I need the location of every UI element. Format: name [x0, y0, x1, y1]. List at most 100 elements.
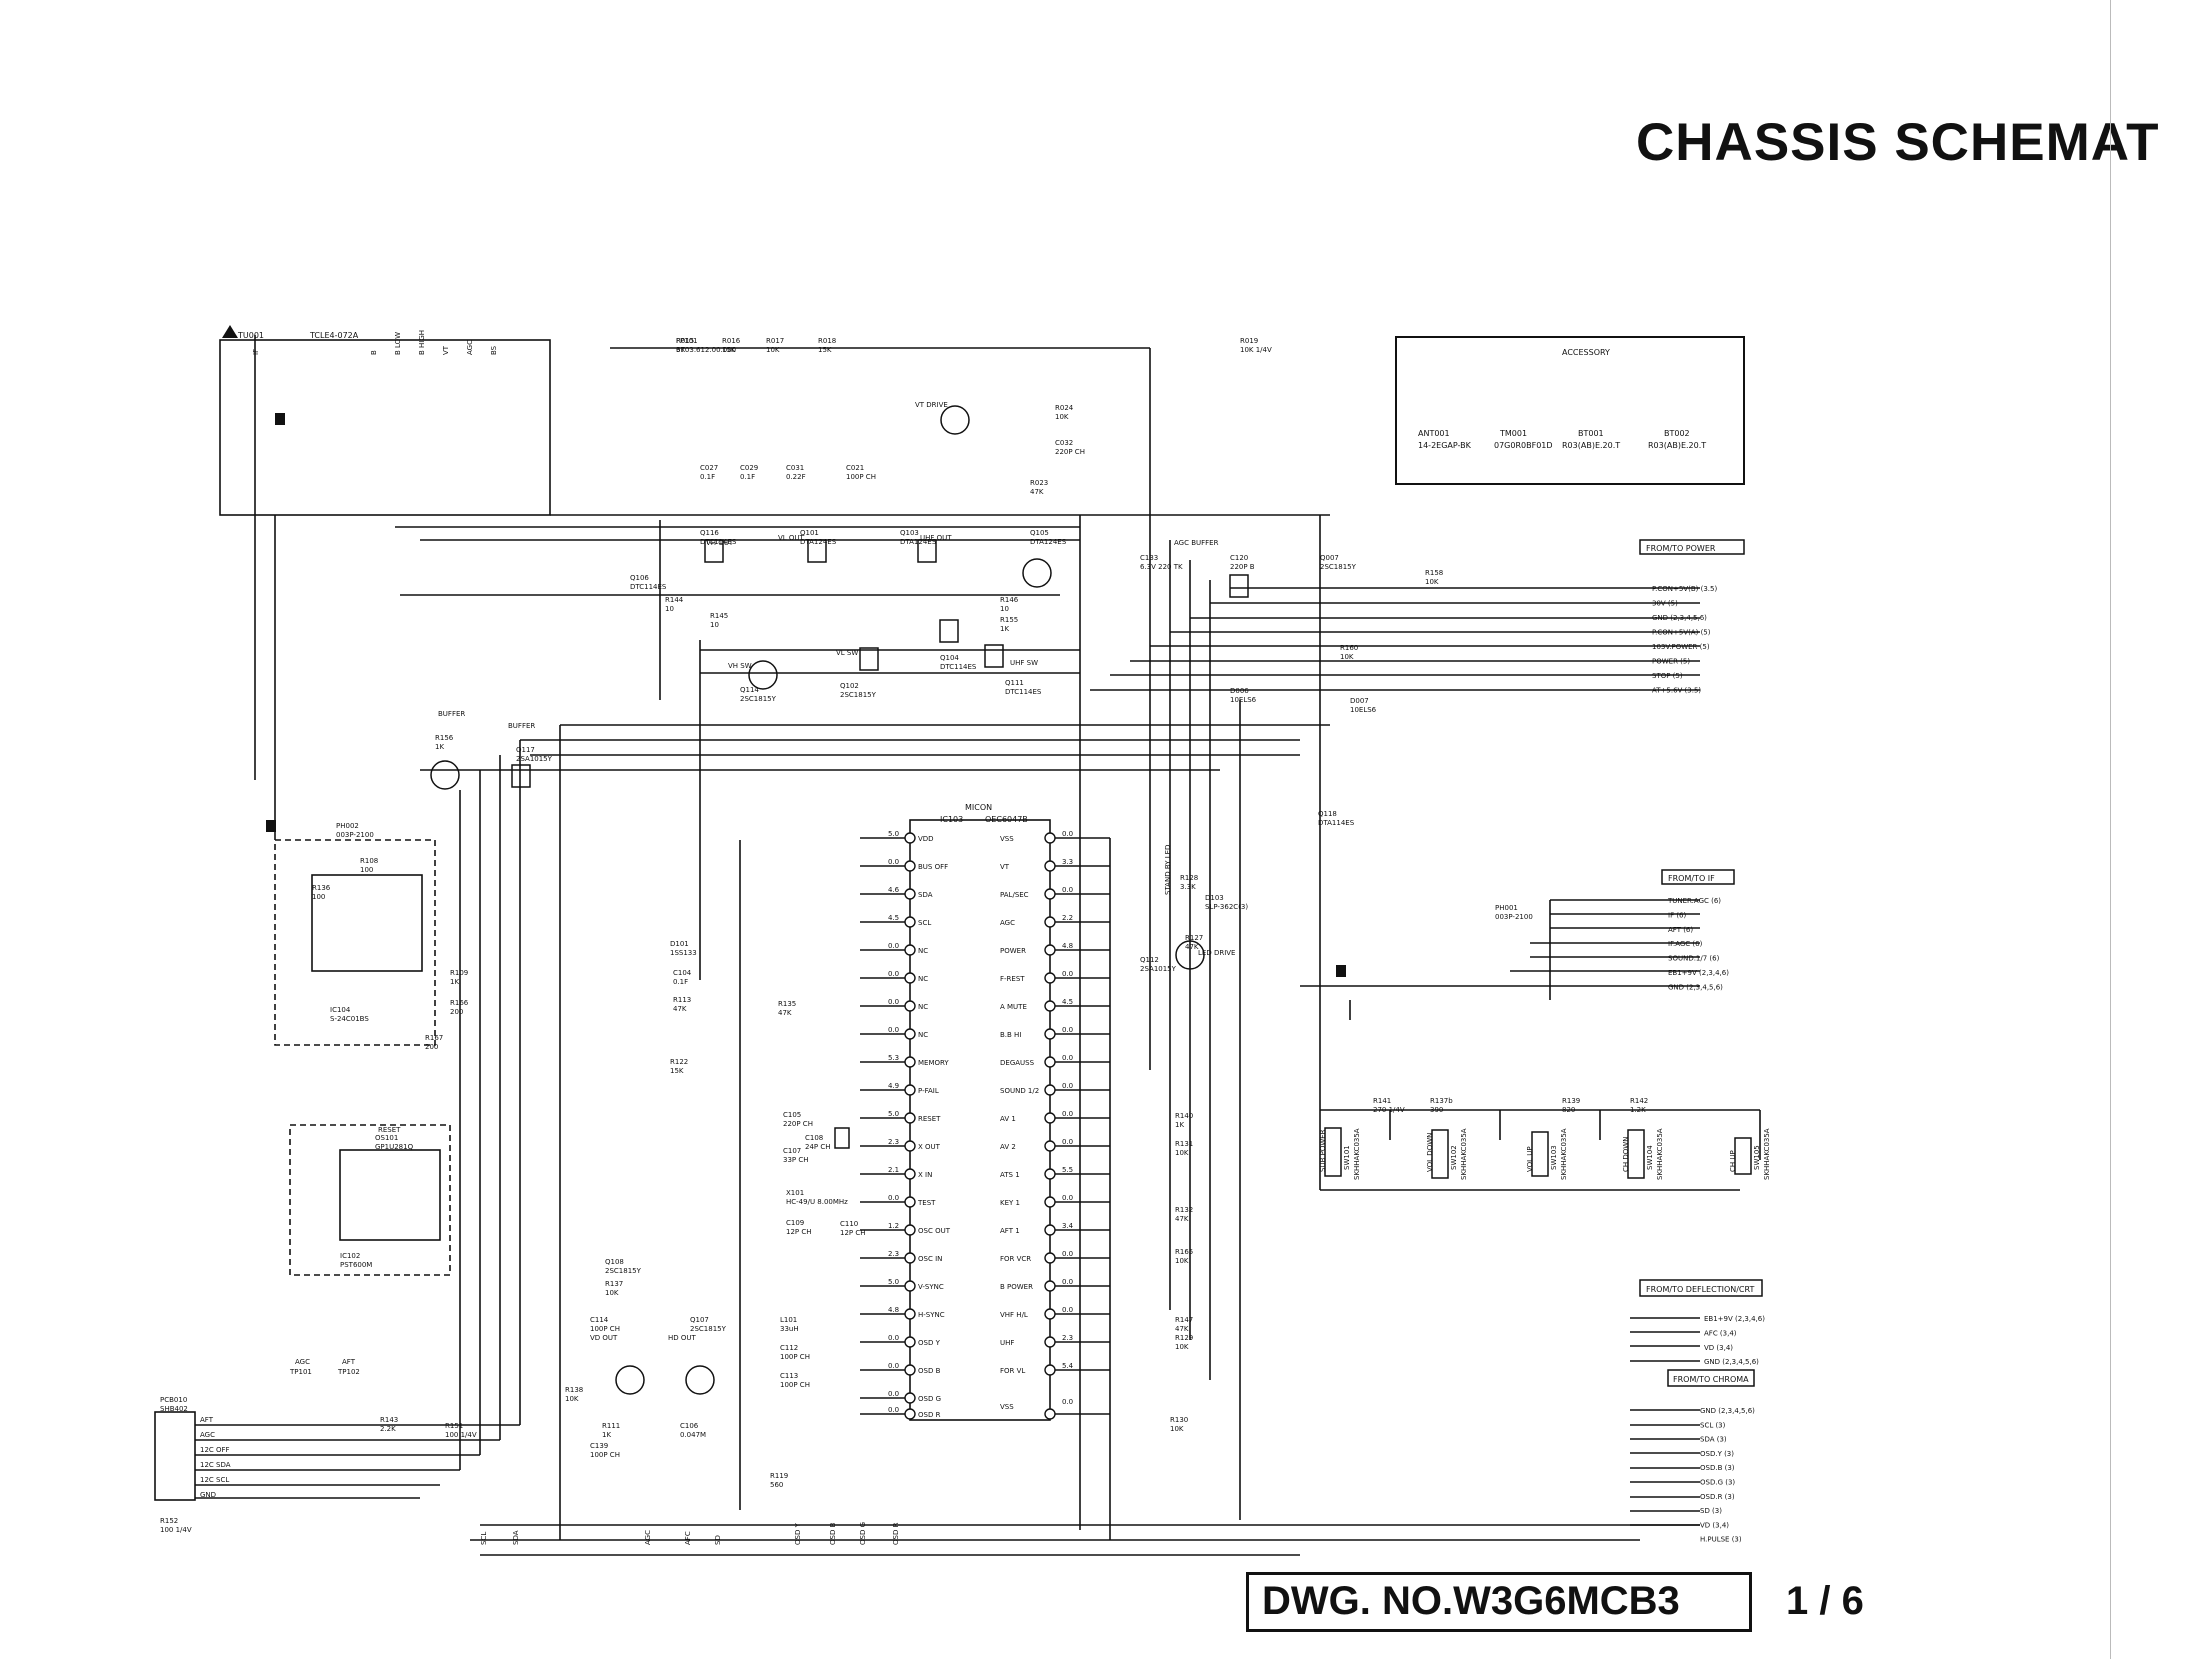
- micon-pin-label: SDA: [918, 891, 933, 899]
- component-ref: C108: [805, 1134, 823, 1142]
- component-ref: R119: [770, 1472, 788, 1480]
- chroma-connector-label-box: [1667, 1369, 1755, 1387]
- connector-pin-label: SOUND.1/7 (6): [1668, 955, 1720, 963]
- component-ref: C113: [780, 1372, 798, 1380]
- tuner-pin-label: VT: [442, 345, 450, 355]
- component-ref: PH001: [1495, 904, 1518, 912]
- transistor-q108: [685, 1365, 715, 1395]
- connector-pin-label: EB1+9V (2,3,4,6): [1668, 969, 1729, 977]
- micon-pin-voltage: 4.8: [1062, 942, 1073, 950]
- component-value: 12P CH: [840, 1229, 866, 1237]
- micon-pin-label: OSC OUT: [918, 1227, 951, 1235]
- component-value: DTC114ES: [1005, 688, 1042, 696]
- tuner-pin-label: BS: [490, 345, 498, 355]
- micon-pin-label: FOR VL: [1000, 1367, 1025, 1375]
- switch-vol-down: [1431, 1129, 1449, 1179]
- deflection-connector-label-box: [1639, 1279, 1763, 1297]
- component-value: 390: [1430, 1106, 1443, 1114]
- component-ref: R143: [380, 1416, 398, 1424]
- micon-pin-label: AFT 1: [1000, 1227, 1020, 1235]
- block-label-tp101: TP101: [289, 1368, 312, 1376]
- micon-pin-label: KEY 1: [1000, 1199, 1020, 1207]
- component-value: 220P B: [1230, 563, 1255, 571]
- component-ref: Q111: [1005, 679, 1024, 687]
- component-ref: Q112: [1140, 956, 1159, 964]
- component-value: 47K: [1175, 1215, 1189, 1223]
- micon-pin-label: AGC: [1000, 919, 1015, 927]
- accessory-bt002-ref: BT002: [1664, 429, 1690, 438]
- micon-name: MICON: [965, 803, 992, 812]
- block-label-vh-out: VH OUT: [706, 539, 734, 547]
- component-ref: R138: [565, 1386, 583, 1394]
- component-value: 10K: [1175, 1149, 1189, 1157]
- component-value: 33P CH: [783, 1156, 809, 1164]
- component-ref: R111: [602, 1422, 620, 1430]
- component-ref: C120: [1230, 554, 1248, 562]
- micon-pin-label: X IN: [918, 1171, 932, 1179]
- component-value: 3.3K: [1180, 883, 1196, 891]
- component-value: 1K: [1175, 1121, 1184, 1129]
- micon-pin-label: BUS OFF: [918, 863, 948, 871]
- component-ref: IC102: [340, 1252, 360, 1260]
- deflection-connector-label: FROM/TO DEFLECTION/CRT: [1646, 1285, 1754, 1294]
- tp201-pad: [275, 413, 285, 425]
- component-ref: R160: [1340, 644, 1358, 652]
- ph002-pad: [1336, 965, 1346, 977]
- drawing-number-box: [1246, 1572, 1752, 1632]
- block-label-led-drive: LED DRIVE: [1198, 949, 1235, 957]
- micon-pin-voltage: 0.0: [888, 1194, 899, 1202]
- component-value: SHB402: [160, 1405, 188, 1413]
- component-value: 2SC1815Y: [740, 695, 777, 703]
- warning-triangle-icon: [222, 325, 238, 338]
- micon-pin-voltage: 5.4: [1062, 1362, 1074, 1370]
- micon-pin-voltage: 0.0: [1062, 1082, 1073, 1090]
- connector-pin-label: 30V (5): [1652, 600, 1678, 608]
- block-label-agc-tp: AGC: [295, 1358, 310, 1366]
- accessory-tm001-ref: TM001: [1499, 429, 1527, 438]
- component-value: 10K 1/4V: [1240, 346, 1272, 354]
- micon-pin-label: VSS: [1000, 835, 1014, 843]
- micon-pin-voltage: 0.0: [1062, 1278, 1073, 1286]
- micon-left-pin-lines: [860, 837, 910, 1415]
- micon-pin-label: MEMORY: [918, 1059, 949, 1067]
- component-ref: R167: [425, 1034, 443, 1042]
- micon-pin-voltage: 1.2: [888, 1222, 899, 1230]
- component-value: 10K: [1175, 1257, 1189, 1265]
- component-value: 1K: [602, 1431, 611, 1439]
- micon-pin-label: NC: [918, 1031, 928, 1039]
- micon-pin-label: RESET: [918, 1115, 941, 1123]
- component-ref: D006: [1230, 687, 1249, 695]
- component-value: 10K: [605, 1289, 619, 1297]
- micon-pin-label: OSD R: [918, 1411, 941, 1419]
- transistor-q101: [704, 539, 724, 563]
- micon-pin-voltage: 0.0: [1062, 1138, 1073, 1146]
- component-ref: R108: [360, 857, 378, 865]
- component-ref: R131: [1175, 1140, 1193, 1148]
- component-ref: Q106: [630, 574, 649, 582]
- component-value: DTA124ES: [900, 538, 937, 546]
- component-value: 10K: [1425, 578, 1439, 586]
- transistor-q117: [430, 760, 460, 790]
- component-ref: Q104: [940, 654, 959, 662]
- tuner-pin-label: B: [370, 350, 378, 355]
- tuner-ref: TU001: [237, 331, 264, 340]
- component-value: 10K: [565, 1395, 579, 1403]
- component-ref: R113: [673, 996, 691, 1004]
- micon-pin-voltage: 3.4: [1062, 1222, 1074, 1230]
- transistor-q114: [1022, 558, 1052, 588]
- component-value: S-24C01BS: [330, 1015, 369, 1023]
- component-value: 6.3V 220 TK: [1140, 563, 1183, 571]
- micon-pin-voltage: 2.2: [1062, 914, 1073, 922]
- component-ref: R024: [1055, 404, 1074, 412]
- micon-pin-label: PAL/SEC: [1000, 891, 1029, 899]
- component-value: 100P CH: [846, 473, 876, 481]
- micon-pin-label: ATS 1: [1000, 1171, 1020, 1179]
- switch-ref: SW101: [1343, 1145, 1351, 1170]
- micon-pin-voltage: 2.3: [888, 1138, 899, 1146]
- component-value: 10K: [1170, 1425, 1184, 1433]
- bottom-signal-label: SDA: [512, 1530, 520, 1545]
- micon-pin-voltage: 0.0: [888, 1390, 899, 1398]
- if-connector-label: FROM/TO IF: [1668, 874, 1715, 883]
- switch-part: SKHHAKC035A: [1560, 1128, 1568, 1180]
- component-ref: R158: [1425, 569, 1443, 577]
